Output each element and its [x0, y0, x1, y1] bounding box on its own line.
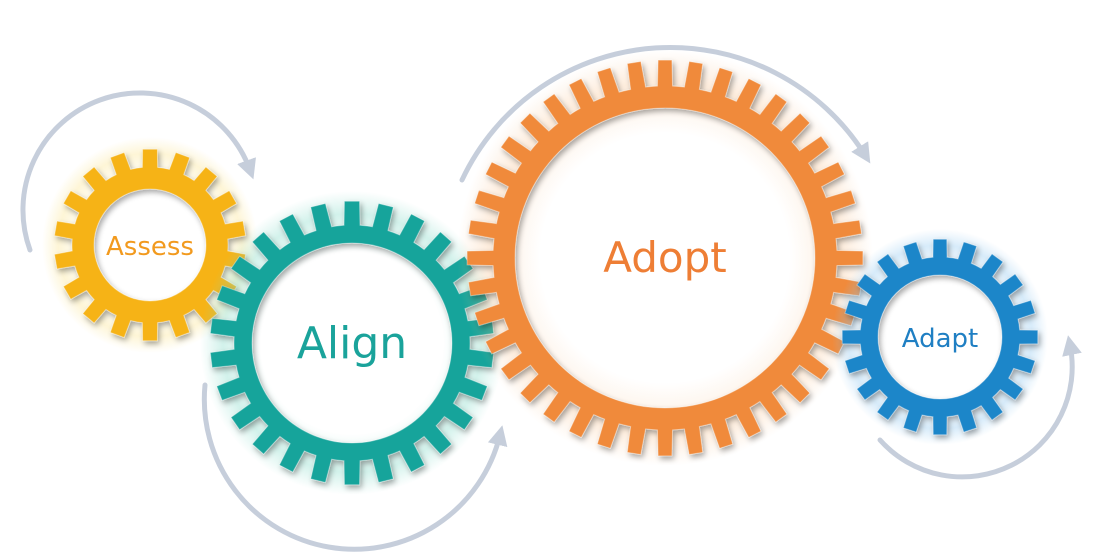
gear-align-ring: [209, 200, 495, 486]
arrow-over-assess: [20, 90, 256, 253]
arrow-under-align: [201, 382, 508, 552]
gear-adopt-glow: [457, 50, 873, 466]
gear-adapt-label: Adapt: [902, 324, 978, 354]
gear-align-label: Align: [297, 318, 407, 369]
gear-adopt-ring: [466, 59, 864, 457]
gear-adopt: Adopt: [457, 50, 873, 466]
gear-adapt-ring: [841, 238, 1039, 436]
gear-assess-ring: [53, 148, 247, 342]
cycle-arrows: [20, 45, 1082, 552]
gear-align: Align: [200, 191, 504, 495]
gear-assess: Assess: [42, 137, 258, 353]
gear-adapt: Adapt: [832, 229, 1048, 445]
gear-adopt-label: Adopt: [603, 233, 726, 282]
arrow-under-adapt: [877, 335, 1082, 480]
arrow-over-adopt: [459, 45, 871, 183]
gear-assess-label: Assess: [106, 232, 194, 262]
